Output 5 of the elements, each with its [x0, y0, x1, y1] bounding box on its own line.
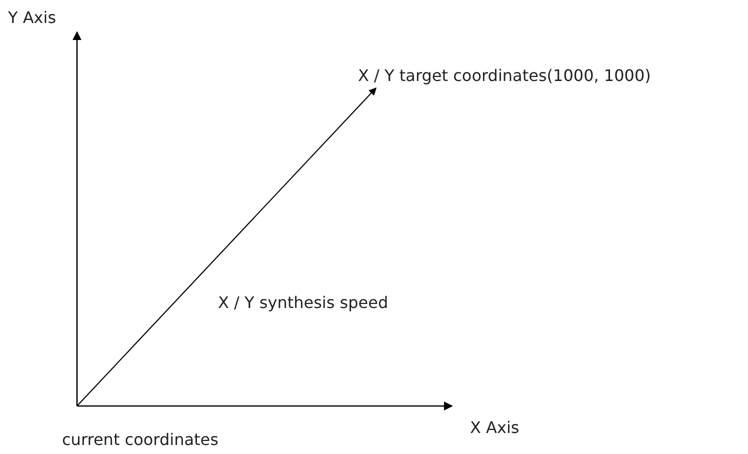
axis-label: X Axis: [470, 418, 520, 438]
coordinate-label: X / Y target coordinates(1000, 1000): [358, 66, 651, 86]
coordinate-label: current coordinates: [62, 430, 218, 450]
speed-label: X / Y synthesis speed: [218, 293, 388, 313]
axis-label: Y Axis: [8, 8, 56, 28]
